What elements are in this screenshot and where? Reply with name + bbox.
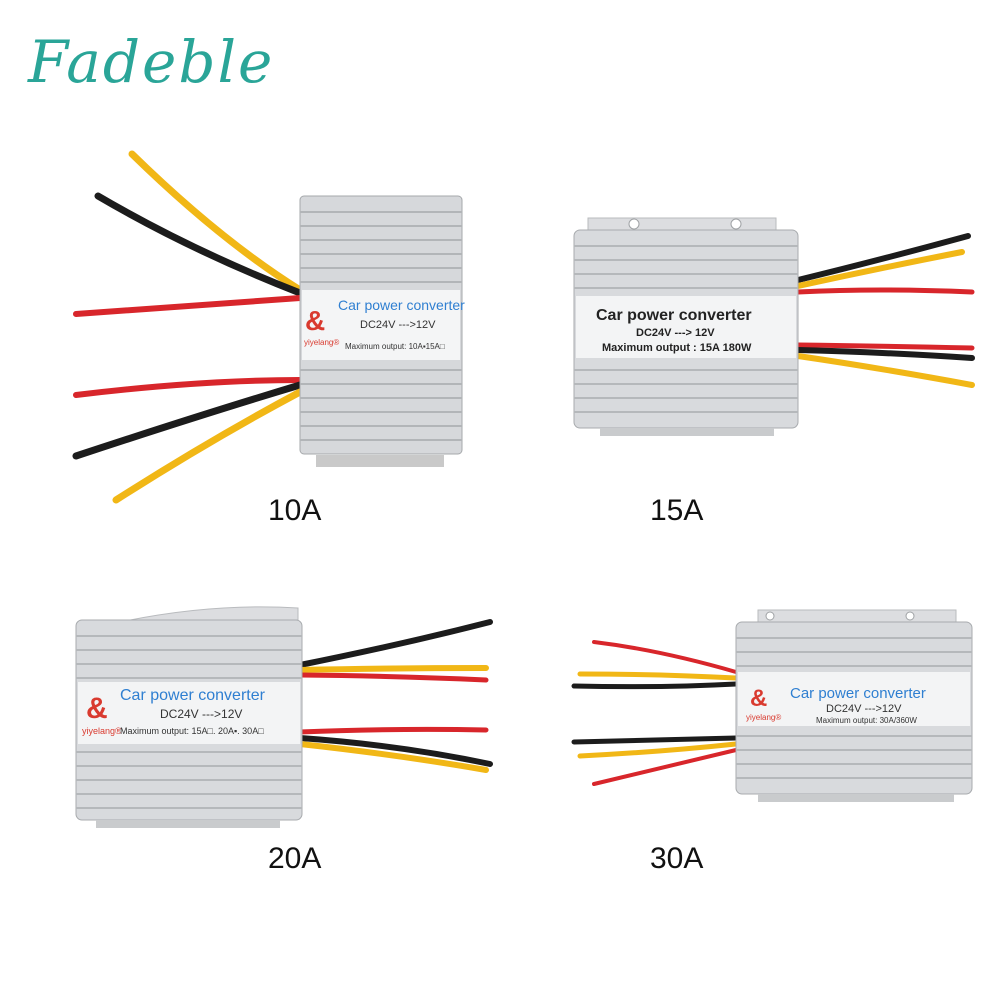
wires-right — [297, 619, 493, 773]
caption-30a: 30A — [650, 842, 704, 875]
label-voltage: DC24V --->12V — [826, 703, 902, 715]
label-title: Car power converter — [120, 687, 266, 704]
label-title: Car power converter — [790, 685, 926, 702]
label-title: Car power converter — [596, 307, 752, 324]
label-voltage: DC24V --->12V — [360, 319, 436, 331]
logo-mark: & — [86, 692, 108, 725]
label-output: Maximum output : 15A 180W — [602, 342, 752, 354]
label-output: Maximum output: 15A□. 20A▪. 30A□ — [120, 726, 264, 736]
wires-left — [72, 150, 304, 504]
logo-text: yiyelang® — [304, 338, 339, 347]
wires-right — [795, 233, 975, 388]
logo-text: yiyelang® — [746, 713, 781, 722]
label-voltage: DC24V ---> 12V — [636, 327, 715, 339]
label-output: Maximum output: 10A▪15A□ — [345, 342, 445, 351]
caption-10a: 10A — [268, 494, 322, 527]
logo-mark: & — [750, 685, 767, 712]
logo-text: yiyelang® — [82, 726, 122, 736]
label-title: Car power converter — [338, 297, 465, 313]
logo-mark: & — [305, 305, 325, 336]
brand-watermark: Fadeble — [28, 28, 275, 96]
caption-15a: 15A — [650, 494, 704, 527]
label-voltage: DC24V --->12V — [160, 707, 242, 721]
caption-20a: 20A — [268, 842, 322, 875]
wires-left — [571, 640, 739, 786]
label-output: Maximum output: 30A/360W — [816, 716, 917, 725]
